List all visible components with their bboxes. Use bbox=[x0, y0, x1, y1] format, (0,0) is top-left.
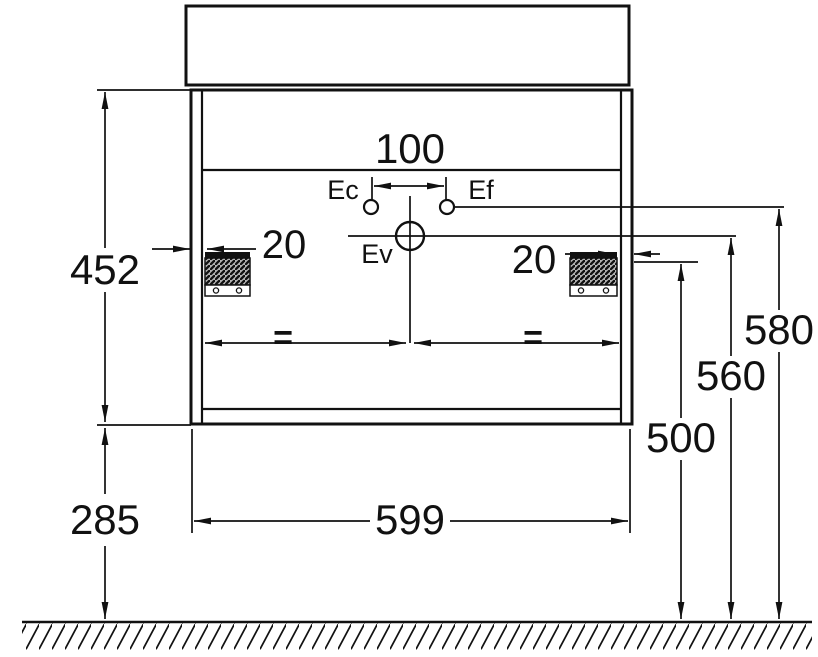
label-ef: Ef bbox=[468, 175, 494, 205]
screw-hole bbox=[577, 287, 585, 294]
dimension-100: 100 bbox=[374, 125, 445, 190]
screw-hole bbox=[212, 287, 220, 294]
fixing-point-ef bbox=[438, 198, 456, 216]
dimension-599: 599 bbox=[191, 429, 631, 543]
dimension-label-100: 100 bbox=[375, 125, 445, 172]
dimension-label-560: 560 bbox=[696, 352, 766, 399]
outlet-point-ev bbox=[394, 220, 426, 252]
dimension-label-20-right: 20 bbox=[512, 238, 557, 282]
screw-hole bbox=[602, 287, 610, 294]
screw-hole bbox=[235, 287, 243, 294]
cabinet-body bbox=[189, 88, 634, 426]
washbasin-top bbox=[184, 4, 631, 87]
equal-mark-right: = bbox=[523, 319, 543, 357]
dimension-label-20-left: 20 bbox=[262, 223, 307, 267]
dimension-20-right: 20 bbox=[512, 238, 660, 282]
dimension-580: 580 bbox=[744, 209, 814, 619]
fixing-point-ec bbox=[362, 198, 380, 216]
dimension-label-452: 452 bbox=[70, 246, 140, 293]
label-ev: Ev bbox=[361, 239, 393, 269]
label-ec: Ec bbox=[327, 175, 359, 205]
dimension-label-500: 500 bbox=[646, 414, 716, 461]
dimension-560: 560 bbox=[696, 238, 766, 619]
equal-mark-left: = bbox=[273, 319, 293, 357]
dimension-452: 452 bbox=[70, 89, 191, 426]
dimension-label-599: 599 bbox=[375, 496, 445, 543]
right-mounting-bracket bbox=[569, 252, 618, 297]
dimension-label-285: 285 bbox=[70, 496, 140, 543]
dimension-equal-spacing: = = bbox=[205, 319, 619, 357]
ground-hatch bbox=[22, 623, 812, 650]
dimension-285: 285 bbox=[70, 428, 140, 619]
dimension-20-left: 20 bbox=[152, 223, 306, 267]
dimension-500: 500 bbox=[634, 261, 716, 619]
left-mounting-bracket bbox=[204, 252, 251, 297]
ground bbox=[22, 620, 812, 650]
reference-lines bbox=[348, 177, 784, 343]
dimension-label-580: 580 bbox=[744, 306, 814, 353]
